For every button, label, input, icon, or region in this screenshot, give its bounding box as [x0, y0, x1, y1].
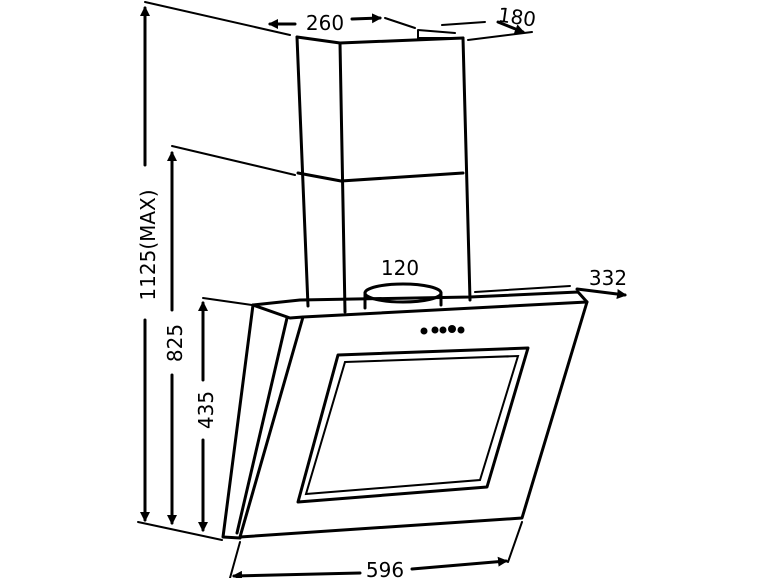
control-buttons: [420, 325, 465, 335]
dimension-hood-height: 435: [194, 297, 253, 532]
dimension-hood-depth: 332: [474, 266, 627, 299]
dim-label-hood-width: 596: [366, 558, 404, 578]
dim-label-height-min: 825: [163, 324, 187, 362]
hood-body: [221, 290, 589, 540]
control-button: [420, 327, 428, 335]
control-button: [457, 326, 465, 334]
dimension-total-height: 1125(MAX): [136, 1, 291, 541]
dimension-chimney-depth: 180: [441, 3, 538, 41]
dimension-height-min: 825: [163, 145, 296, 525]
dim-label-chimney-width: 260: [306, 11, 344, 35]
dimension-chimney-width: 260: [268, 11, 416, 35]
dim-label-chimney-depth: 180: [496, 3, 537, 32]
dimension-hood-width: 596: [229, 521, 523, 578]
control-button: [431, 326, 439, 334]
dim-label-hood-height: 435: [194, 391, 218, 429]
control-button: [448, 325, 456, 333]
duct-outlet: [363, 282, 443, 310]
dim-label-total-height: 1125(MAX): [136, 189, 160, 300]
chimney: [295, 29, 472, 314]
dim-label-duct-diameter: 120: [381, 256, 419, 280]
control-button: [439, 326, 447, 334]
dim-label-hood-depth: 332: [589, 266, 627, 290]
